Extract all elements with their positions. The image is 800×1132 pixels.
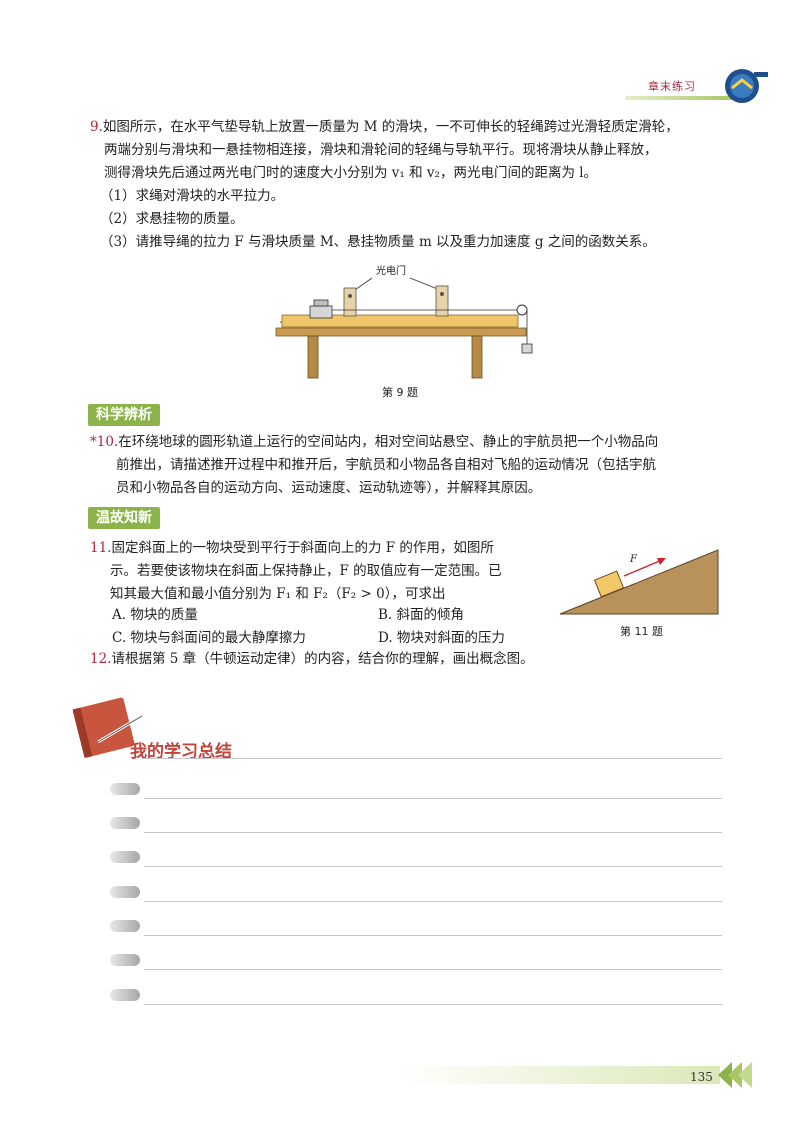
question-text: 两端分别与滑块和一悬挂物相连接，滑块和滑轮间的轻绳与导轨平行。现将滑块从静止释放…: [104, 142, 658, 158]
summary-writing-line[interactable]: [110, 813, 722, 833]
question-number: 12.: [90, 651, 112, 667]
figure-11-caption: 第 11 题: [620, 625, 663, 638]
figure-9-caption: 第 9 题: [382, 386, 418, 399]
incline-figure: F: [559, 549, 719, 615]
sub-question-1: （1）求绳对滑块的水平拉力。: [100, 188, 285, 204]
question-11: 11.固定斜面上的一物块受到平行于斜面向上的力 F 的作用，如图所 示。若要使该…: [90, 537, 560, 606]
summary-writing-line[interactable]: [110, 847, 722, 867]
pencil-bullet-icon: [110, 886, 140, 898]
learning-summary-title: 我的学习总结: [130, 742, 232, 762]
chevron-left-decoration-icon: [718, 1062, 752, 1088]
notebook-pen-icon: [72, 697, 143, 759]
option-a: A. 物块的质量: [112, 607, 198, 623]
force-label: F: [629, 554, 638, 565]
summary-writing-line[interactable]: [110, 950, 722, 970]
sub-question-2: （2）求悬挂物的质量。: [100, 211, 244, 227]
question-text: 请根据第 5 章（牛顿运动定律）的内容，结合你的理解，画出概念图。: [111, 651, 534, 667]
option-b: B. 斜面的倾角: [378, 607, 465, 623]
summary-title-rule: [142, 758, 722, 759]
header-decoration-bar: [625, 96, 750, 100]
question-number: 11.: [90, 540, 112, 556]
chapter-logo-icon: [725, 69, 768, 103]
question-text: 测得滑块先后通过两光电门时的速度大小分别为 v₁ 和 v₂，两光电门间的距离为 …: [104, 165, 598, 181]
air-track-figure: 光电门: [275, 264, 533, 379]
summary-writing-line[interactable]: [110, 985, 722, 1005]
section-banner-science-analysis: 科学辨析: [88, 404, 160, 426]
footer-decoration-bar: [400, 1066, 720, 1084]
pencil-bullet-icon: [110, 851, 140, 863]
summary-writing-line[interactable]: [110, 882, 722, 902]
question-text: 在环绕地球的圆形轨道上运行的空间站内，相对空间站悬空、静止的宇航员把一个小物品向: [118, 434, 659, 450]
question-text: 员和小物品各自的运动方向、运动速度、运动轨迹等），并解释其原因。: [116, 480, 542, 496]
question-9: 9.如图所示，在水平气垫导轨上放置一质量为 M 的滑块，一不可伸长的轻绳跨过光滑…: [90, 116, 730, 254]
option-c: C. 物块与斜面间的最大静摩擦力: [112, 630, 306, 646]
summary-writing-line[interactable]: [110, 779, 722, 799]
section-header-label: 章末练习: [648, 80, 696, 93]
question-10: *10.在环绕地球的圆形轨道上运行的空间站内，相对空间站悬空、静止的宇航员把一个…: [90, 431, 740, 500]
question-text: 知其最大值和最小值分别为 F₁ 和 F₂（F₂ > 0），可求出: [110, 586, 446, 602]
summary-writing-line[interactable]: [110, 916, 722, 936]
photogate-label: 光电门: [376, 264, 406, 277]
section-banner-review: 温故知新: [88, 507, 160, 529]
question-text: 固定斜面上的一物块受到平行于斜面向上的力 F 的作用，如图所: [111, 540, 494, 556]
pencil-bullet-icon: [110, 783, 140, 795]
sub-question-3: （3）请推导绳的拉力 F 与滑块质量 M、悬挂物质量 m 以及重力加速度 g 之…: [100, 234, 656, 250]
question-text: 如图所示，在水平气垫导轨上放置一质量为 M 的滑块，一不可伸长的轻绳跨过光滑轻质…: [102, 119, 679, 135]
question-number: *10.: [90, 434, 119, 450]
pencil-bullet-icon: [110, 954, 140, 966]
page-number: 135: [690, 1070, 713, 1084]
option-d: D. 物块对斜面的压力: [378, 630, 505, 646]
pencil-bullet-icon: [110, 817, 140, 829]
question-number: 9.: [90, 119, 103, 135]
pencil-bullet-icon: [110, 989, 140, 1001]
question-12: 12.请根据第 5 章（牛顿运动定律）的内容，结合你的理解，画出概念图。: [90, 648, 730, 671]
question-text: 前推出，请描述推开过程中和推开后，宇航员和小物品各自相对飞船的运动情况（包括宇航: [116, 457, 656, 473]
question-text: 示。若要使该物块在斜面上保持静止，F 的取值应有一定范围。已: [110, 563, 502, 579]
pencil-bullet-icon: [110, 920, 140, 932]
